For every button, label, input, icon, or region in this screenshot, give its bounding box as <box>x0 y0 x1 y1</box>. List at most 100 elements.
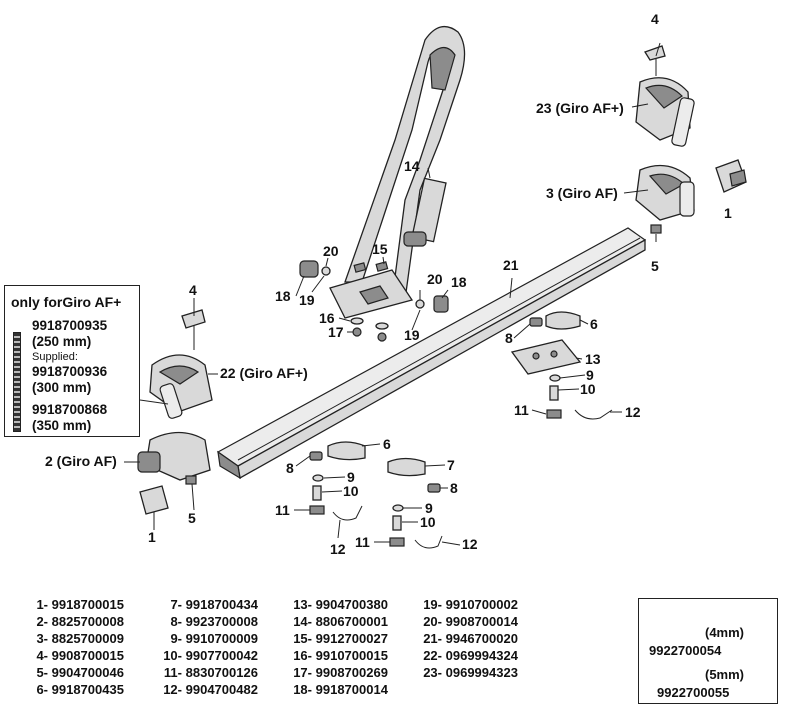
part-number: 1- <box>36 597 48 612</box>
part-code: 8806700001 <box>315 614 388 629</box>
part-code: 9918700014 <box>315 682 388 697</box>
part-number: 6- <box>36 682 48 697</box>
callout-19-left: 19 <box>299 292 315 308</box>
callout-6-right: 6 <box>590 316 598 332</box>
callout-4-top: 4 <box>651 11 659 27</box>
part-row: 13- 9904700380 <box>290 597 388 612</box>
rail-21 <box>216 227 647 480</box>
hex-key-4mm-code: 9922700054 <box>649 643 722 658</box>
part-number: 21- <box>423 631 442 646</box>
part-row: 12- 9904700482 <box>160 682 258 697</box>
inset-code-250: 9918700935 <box>32 318 108 333</box>
part-number: 13- <box>293 597 312 612</box>
part-code: 9918700435 <box>51 682 124 697</box>
part-row: 14- 8806700001 <box>290 614 388 629</box>
callout-3: 3 (Giro AF) <box>546 185 618 201</box>
wheel-clamp-2 <box>137 431 211 485</box>
part-row: 17- 9908700269 <box>290 665 388 680</box>
part-row: 4- 9908700015 <box>26 648 124 663</box>
part-code: 9904700046 <box>51 665 124 680</box>
part-row: 11- 8830700126 <box>160 665 258 680</box>
part-row: 19- 9910700002 <box>420 597 518 612</box>
part-row: 15- 9912700027 <box>290 631 388 646</box>
part-code: 9908700269 <box>315 665 388 680</box>
inset-supplied: Supplied: <box>32 351 78 363</box>
inset-title: only forGiro AF+ <box>11 294 122 310</box>
adapter-plate-13 <box>510 339 582 375</box>
part-row: 5- 9904700046 <box>26 665 124 680</box>
callout-20-left: 20 <box>323 243 339 259</box>
frame-arm-14 <box>344 25 466 301</box>
part-number: 18- <box>293 682 312 697</box>
part-row: 2- 8825700008 <box>26 614 124 629</box>
callout-5-left: 5 <box>188 510 196 526</box>
callout-18-right: 18 <box>451 274 467 290</box>
part-number: 19- <box>423 597 442 612</box>
inset-length-300: (300 mm) <box>32 380 92 395</box>
callout-16: 16 <box>319 310 335 326</box>
part-row: 3- 8825700009 <box>26 631 124 646</box>
part-code: 9910700002 <box>445 597 518 612</box>
part-code: 9946700020 <box>445 631 518 646</box>
callout-13: 13 <box>585 351 601 367</box>
part-code: 8825700009 <box>51 631 124 646</box>
callout-18-left: 18 <box>275 288 291 304</box>
callout-labels: 4 23 (Giro AF+) 3 (Giro AF) 1 5 21 14 15… <box>45 11 732 557</box>
part-row: 23- 0969994323 <box>420 665 518 680</box>
hex-key-4mm-size: (4mm) <box>705 625 745 640</box>
part-number: 9- <box>170 631 182 646</box>
part-code: 8825700008 <box>51 614 124 629</box>
callout-10-low: 10 <box>420 514 436 530</box>
middle-hardware <box>309 441 366 521</box>
callout-8-right: 8 <box>505 330 513 346</box>
arm-hardware <box>299 260 449 342</box>
part-number: 12- <box>163 682 182 697</box>
part-row: 16- 9910700015 <box>290 648 388 663</box>
inset-code-350: 9918700868 <box>32 402 108 417</box>
leader-lines <box>124 42 661 546</box>
inset-length-250: (250 mm) <box>32 334 92 349</box>
callout-9-mid: 9 <box>347 469 355 485</box>
wheel-clamp-3 <box>635 164 695 234</box>
callout-1-left: 1 <box>148 529 156 545</box>
part-row: 1- 9918700015 <box>26 597 124 612</box>
part-number: 22- <box>423 648 442 663</box>
part-code: 9910700009 <box>185 631 258 646</box>
part-number: 14- <box>293 614 312 629</box>
part-code: 9923700008 <box>185 614 258 629</box>
strap-icon <box>13 332 21 432</box>
part-code: 9918700015 <box>51 597 124 612</box>
hex-keys-box: (4mm) 9922700054 (5mm) 9922700055 <box>638 598 778 704</box>
part-row: 6- 9918700435 <box>26 682 124 697</box>
part-code: 9910700015 <box>315 648 388 663</box>
lower-hardware <box>387 457 443 549</box>
part-row: 21- 9946700020 <box>420 631 518 646</box>
part-number: 23- <box>423 665 442 680</box>
callout-10-right: 10 <box>580 381 596 397</box>
callout-6-mid: 6 <box>383 436 391 452</box>
callout-11-right: 11 <box>514 402 529 418</box>
hex-key-5mm-size: (5mm) <box>705 667 745 682</box>
callout-8-mid: 8 <box>286 460 294 476</box>
part-code: 0969994324 <box>445 648 518 663</box>
callout-12-right: 12 <box>625 404 641 420</box>
part-number: 10- <box>163 648 182 663</box>
callout-11-mid: 11 <box>275 502 290 518</box>
end-cap-1-right <box>715 159 747 193</box>
part-number: 2- <box>36 614 48 629</box>
part-row: 7- 9918700434 <box>160 597 258 612</box>
callout-23: 23 (Giro AF+) <box>536 100 624 116</box>
hex-key-5mm-code: 9922700055 <box>657 685 730 700</box>
part-number: 3- <box>36 631 48 646</box>
part-number: 20- <box>423 614 442 629</box>
part-code: 9904700380 <box>315 597 388 612</box>
part-code: 0969994323 <box>445 665 518 680</box>
callout-22: 22 (Giro AF+) <box>220 365 308 381</box>
part-code: 9907700042 <box>185 648 258 663</box>
part-row: 8- 9923700008 <box>160 614 258 629</box>
part-code: 9918700434 <box>185 597 258 612</box>
callout-15: 15 <box>372 241 388 257</box>
callout-9-right: 9 <box>586 367 594 383</box>
part-code: 9912700027 <box>315 631 388 646</box>
